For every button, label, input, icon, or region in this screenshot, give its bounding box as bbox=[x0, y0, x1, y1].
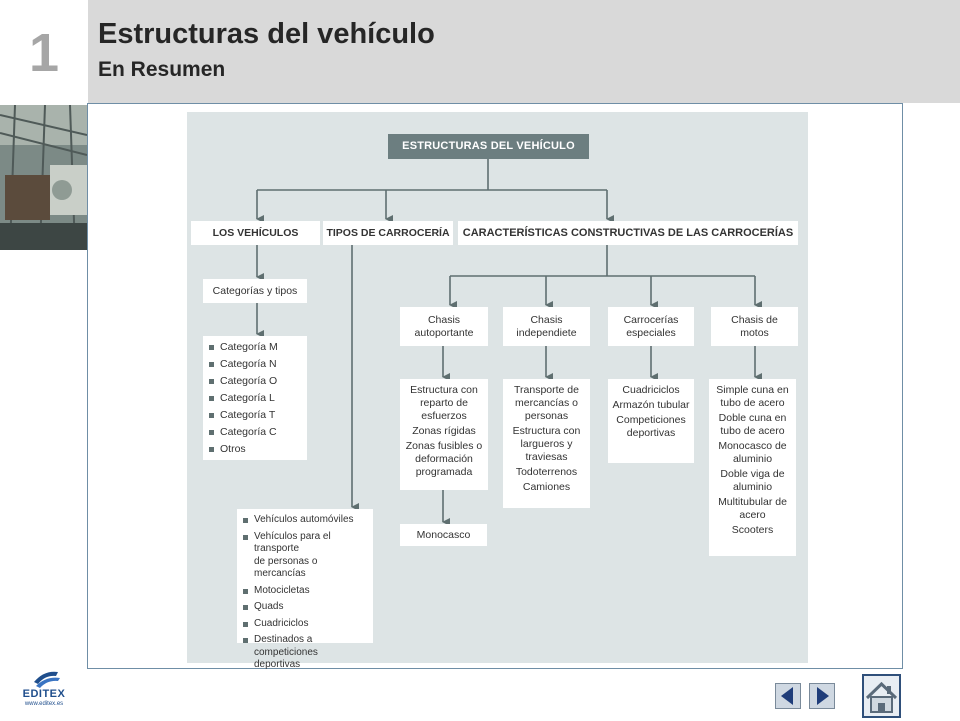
bullet-icon bbox=[209, 430, 214, 435]
list-item: Categoría C bbox=[209, 426, 301, 439]
list-item: Vehículos automóviles bbox=[243, 514, 367, 527]
list-item: Cuadriciclos bbox=[243, 618, 367, 631]
list-item: Vehículos para el transporte de personas… bbox=[243, 531, 367, 581]
bullet-icon bbox=[209, 379, 214, 384]
bullet-icon bbox=[209, 447, 214, 452]
bullet-icon bbox=[243, 518, 248, 523]
chapter-number: 1 bbox=[28, 23, 60, 83]
node-carrocerias-especiales: Carrocerías especiales bbox=[608, 307, 694, 346]
diagram-root: ESTRUCTURAS DEL VEHÍCULO bbox=[388, 134, 589, 159]
home-icon bbox=[865, 681, 898, 713]
bullet-icon bbox=[209, 362, 214, 367]
editex-logo: EDITEX www.editex.es bbox=[14, 668, 74, 712]
bullet-icon bbox=[243, 621, 248, 627]
logo-text: EDITEX bbox=[22, 688, 66, 700]
list-item: Destinados a competiciones deportivas bbox=[243, 634, 367, 672]
node-chasis-independiente: Chasis independiete bbox=[503, 307, 590, 346]
node-caracteristicas: CARACTERÍSTICAS CONSTRUCTIVAS DE LAS CAR… bbox=[458, 221, 798, 245]
list-item: Categoría N bbox=[209, 358, 301, 371]
items-autoportante: Estructura con reparto de esfuerzos Zona… bbox=[400, 379, 488, 490]
logo-url: www.editex.es bbox=[24, 701, 64, 707]
node-los-vehiculos: LOS VEHÍCULOS bbox=[191, 221, 320, 245]
bullet-icon bbox=[209, 396, 214, 401]
factory-photo bbox=[0, 105, 87, 250]
bullet-icon bbox=[243, 534, 248, 540]
arrow-right-icon bbox=[817, 687, 829, 705]
node-chasis-motos: Chasis de motos bbox=[711, 307, 798, 346]
bullet-icon bbox=[209, 345, 214, 350]
arrow-left-icon bbox=[781, 687, 793, 705]
header-bar: Estructuras del vehículo En Resumen bbox=[88, 0, 960, 103]
page-title: Estructuras del vehículo bbox=[98, 18, 435, 50]
node-chasis-autoportante: Chasis autoportante bbox=[400, 307, 488, 346]
node-monocasco: Monocasco bbox=[400, 524, 487, 546]
list-item: Categoría O bbox=[209, 375, 301, 388]
editex-logo-icon bbox=[34, 671, 60, 688]
list-item: Categoría M bbox=[209, 341, 301, 354]
home-button[interactable] bbox=[862, 674, 901, 718]
items-especiales: Cuadriciclos Armazón tubular Competicion… bbox=[608, 379, 694, 463]
list-tipos-carroceria: Vehículos automóviles Vehículos para el … bbox=[237, 509, 373, 670]
previous-button[interactable] bbox=[775, 683, 801, 709]
list-item: Quads bbox=[243, 601, 367, 614]
bullet-icon bbox=[209, 413, 214, 418]
list-item: Motocicletas bbox=[243, 585, 367, 598]
bullet-icon bbox=[243, 588, 248, 594]
node-tipos-carroceria: TIPOS DE CARROCERÍA bbox=[323, 221, 453, 245]
bullet-icon bbox=[243, 605, 248, 610]
list-categorias: Categoría M Categoría N Categoría O Cate… bbox=[203, 336, 307, 460]
next-button[interactable] bbox=[809, 683, 835, 709]
page-subtitle: En Resumen bbox=[98, 58, 226, 81]
list-item: Categoría T bbox=[209, 409, 301, 422]
list-item: Categoría L bbox=[209, 392, 301, 405]
list-item: Otros bbox=[209, 443, 301, 456]
node-categorias-tipos: Categorías y tipos bbox=[203, 279, 307, 303]
items-independiente: Transporte de mercancías o personas Estr… bbox=[503, 379, 590, 508]
bullet-icon bbox=[243, 638, 248, 643]
content-frame bbox=[87, 103, 903, 669]
items-motos: Simple cuna en tubo de acero Doble cuna … bbox=[709, 379, 796, 556]
